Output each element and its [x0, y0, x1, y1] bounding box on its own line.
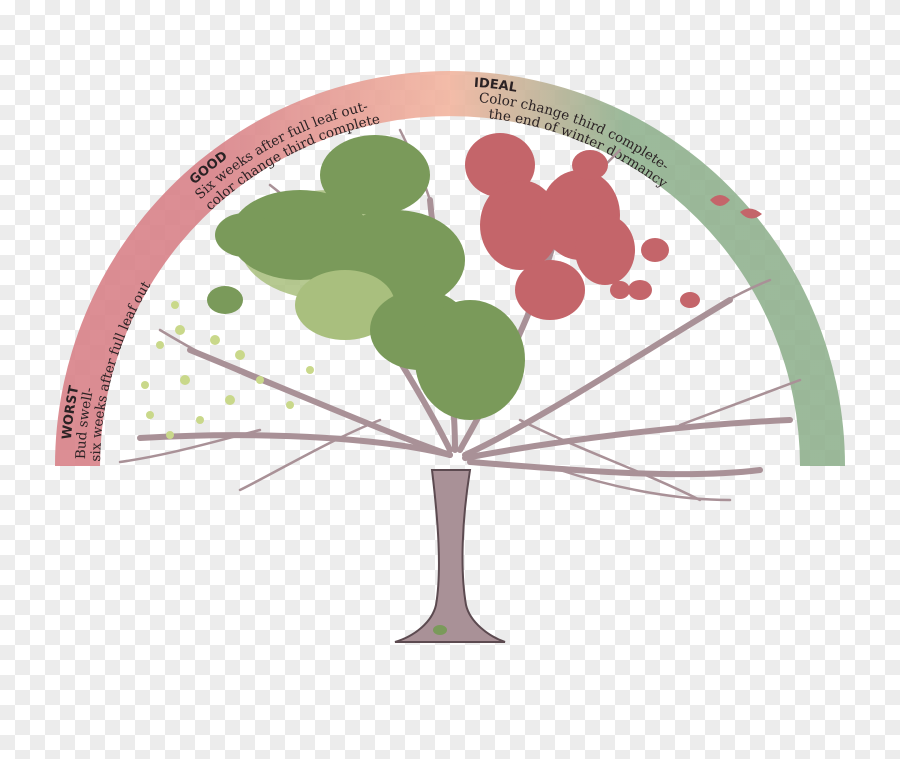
foliage-red	[465, 133, 700, 320]
buds-left	[141, 301, 314, 439]
falling-leaf-icon	[740, 208, 762, 219]
trunk-sprout	[433, 625, 447, 635]
tree-trunk	[394, 469, 506, 643]
svg-text:IDEAL: IDEAL	[473, 76, 518, 96]
foliage-green	[207, 135, 525, 420]
falling-leaf-icon	[710, 195, 730, 206]
tree-icon	[118, 128, 802, 643]
season-arc-band	[55, 71, 845, 466]
